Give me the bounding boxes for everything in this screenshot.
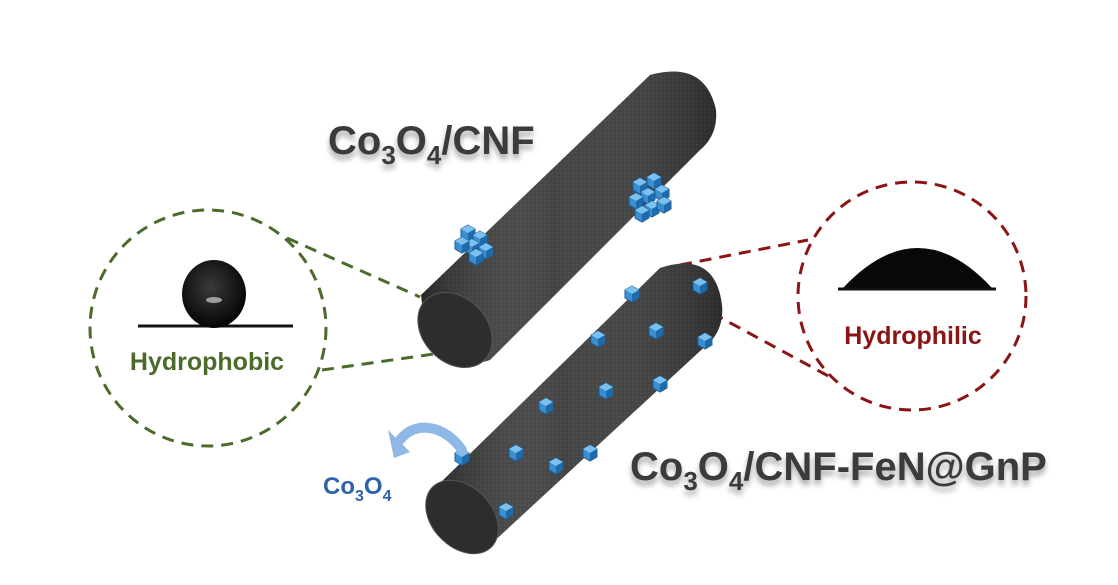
curved-arrow-icon xyxy=(388,422,467,458)
co3o4-particle-label: Co3O4 xyxy=(323,473,392,505)
hydrophilic-label: Hydrophilic xyxy=(844,322,982,350)
hydrophilic-dashed-circle xyxy=(796,180,1028,412)
hydrophilic-connector-lines xyxy=(679,238,833,380)
hydrophobic-connector-lines xyxy=(286,236,449,372)
hydrophobic-inset xyxy=(88,208,328,448)
co3o4-cnf-fen-gnp-label: Co3O4/CNF-FeN@GnP xyxy=(630,445,1047,496)
top-nanofiber-rod xyxy=(417,71,717,369)
spread-droplet-icon xyxy=(843,248,992,288)
hydrophilic-inset xyxy=(796,180,1028,412)
hydrophobic-label: Hydrophobic xyxy=(130,348,284,376)
spherical-droplet-icon xyxy=(182,260,246,328)
hydrophobic-dashed-circle xyxy=(88,208,328,448)
co3o4-cnf-label: Co3O4/CNF xyxy=(328,119,535,170)
